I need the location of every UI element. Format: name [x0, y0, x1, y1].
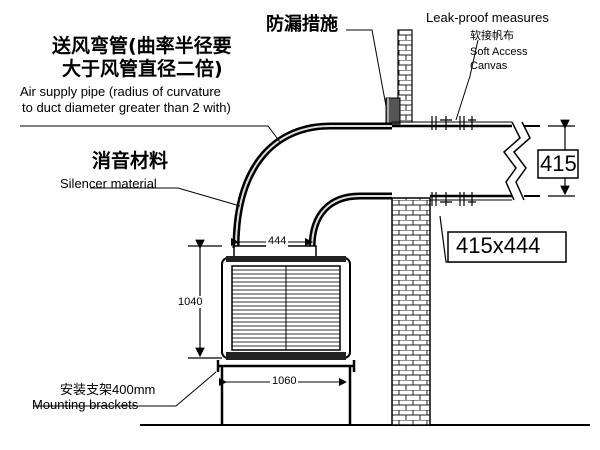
- bend-label-cn-line2: 大于风管直径二倍): [62, 58, 223, 80]
- leak-proof-flashing: [385, 97, 401, 125]
- bend-leader: [20, 125, 281, 143]
- leak-label-en: Leak-proof measures: [426, 10, 549, 25]
- duct-height-box: [537, 149, 579, 179]
- unit-height-value: 1040: [178, 296, 203, 308]
- bracket-label-cn: 安装支架400mm: [60, 382, 156, 397]
- duct-break-mark: [502, 121, 521, 201]
- leak-label-cn: 防漏措施: [266, 14, 338, 35]
- canvas-leader: [455, 39, 479, 121]
- silencer-leader: [90, 187, 241, 207]
- duct-height-value: 415: [540, 151, 577, 176]
- bend-label-en-line2: to duct diameter greater than 2 with): [22, 100, 231, 115]
- air-supply-bend-inner: [308, 192, 392, 249]
- duct-size-value: 415x444: [456, 233, 541, 258]
- duct-size-box: [447, 231, 567, 263]
- bracket-leader: [34, 371, 217, 407]
- soft-canvas-connector: [431, 116, 476, 206]
- bend-label-cn-line1: 送风弯管(曲率半径要: [52, 35, 232, 57]
- bracket-label-en: Mounting brackets: [32, 397, 139, 412]
- outlet-width-value: 444: [266, 235, 289, 247]
- bend-label-en-line1: Air supply pipe (radius of curvature: [20, 84, 221, 99]
- mounting-bracket: [216, 360, 356, 425]
- leak-leader: [346, 29, 387, 107]
- canvas-label-cn: 软接帆布: [470, 30, 514, 42]
- air-cooler-unit: [221, 256, 351, 360]
- canvas-label-en-line2: Canvas: [470, 60, 508, 72]
- brick-wall: [391, 197, 431, 426]
- silencer-label-en: Silencer material: [60, 176, 157, 191]
- silencer-label-cn: 消音材料: [92, 150, 169, 172]
- bracket-width-value: 1060: [270, 375, 299, 387]
- canvas-label-en-line1: Soft Access: [470, 46, 528, 58]
